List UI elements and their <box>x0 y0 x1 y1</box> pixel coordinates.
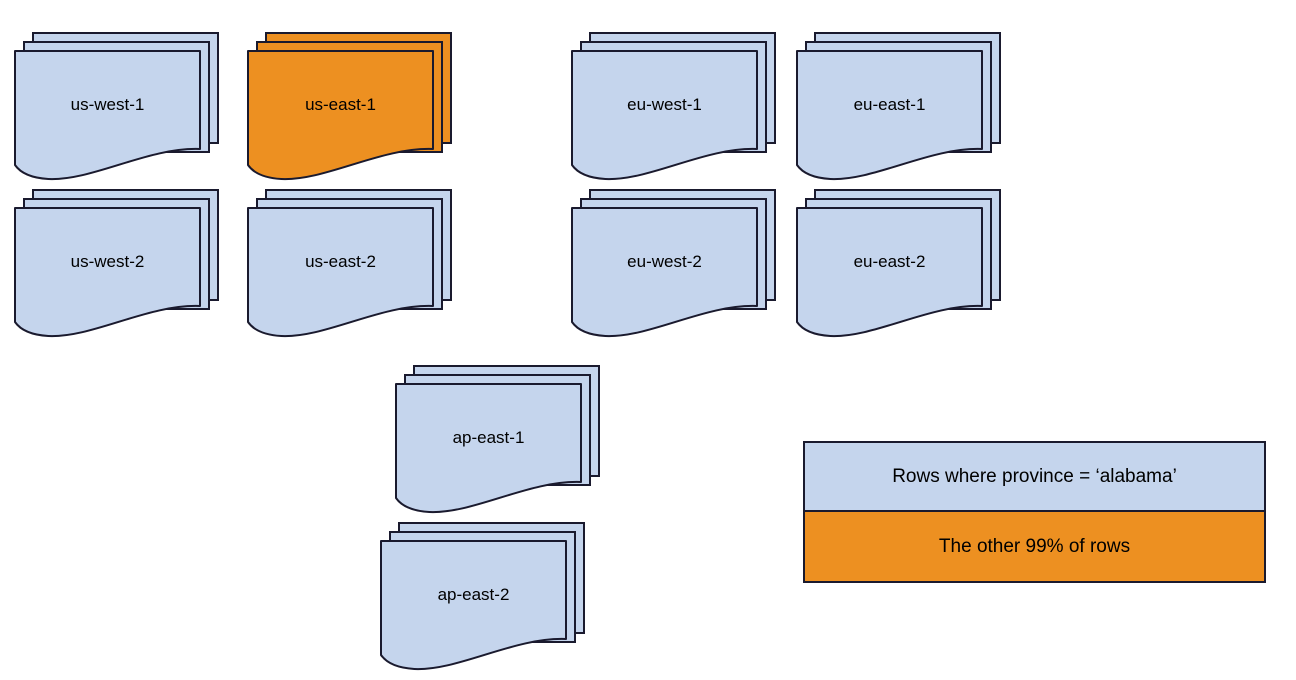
document-sheet-front <box>796 50 983 181</box>
document-stack-shape <box>571 32 776 181</box>
document-sheet-front <box>571 207 758 338</box>
document-stack-shape <box>380 522 585 671</box>
document-stack-shape <box>395 365 600 514</box>
document-sheet-front <box>796 207 983 338</box>
document-stack-shape <box>14 189 219 338</box>
document-stack-us-east-2[interactable]: us-east-2 <box>247 189 463 340</box>
document-stack-ap-east-2[interactable]: ap-east-2 <box>380 522 596 673</box>
document-sheet-front <box>247 207 434 338</box>
document-sheet-front <box>14 207 201 338</box>
legend-item-blue-label: Rows where province = ‘alabama’ <box>892 465 1177 487</box>
document-stack-eu-west-1[interactable]: eu-west-1 <box>571 32 787 183</box>
document-stack-shape <box>247 32 452 181</box>
document-stack-us-west-2[interactable]: us-west-2 <box>14 189 230 340</box>
document-sheet-front <box>247 50 434 181</box>
document-stack-eu-east-2[interactable]: eu-east-2 <box>796 189 1012 340</box>
legend-item-orange-label: The other 99% of rows <box>938 535 1131 557</box>
legend-item-blue: Rows where province = ‘alabama’ <box>805 443 1264 512</box>
document-stack-shape <box>796 189 1001 338</box>
document-stack-shape <box>247 189 452 338</box>
document-stack-shape <box>571 189 776 338</box>
document-stack-shape <box>14 32 219 181</box>
document-sheet-front <box>14 50 201 181</box>
document-stack-eu-east-1[interactable]: eu-east-1 <box>796 32 1012 183</box>
document-sheet-front <box>380 540 567 671</box>
legend: Rows where province = ‘alabama’ The othe… <box>803 441 1266 583</box>
document-stack-us-east-1[interactable]: us-east-1 <box>247 32 463 183</box>
document-stack-shape <box>796 32 1001 181</box>
legend-item-orange: The other 99% of rows <box>805 512 1264 581</box>
document-sheet-front <box>571 50 758 181</box>
document-stack-us-west-1[interactable]: us-west-1 <box>14 32 230 183</box>
document-stack-eu-west-2[interactable]: eu-west-2 <box>571 189 787 340</box>
document-sheet-front <box>395 383 582 514</box>
document-stack-ap-east-1[interactable]: ap-east-1 <box>395 365 611 516</box>
